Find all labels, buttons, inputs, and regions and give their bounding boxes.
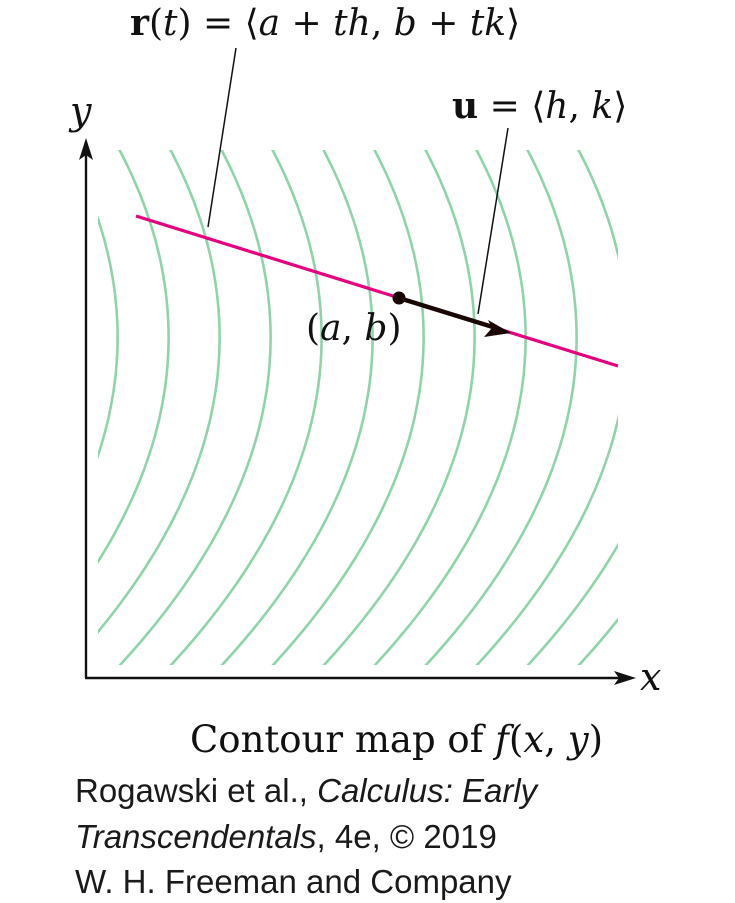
point-label: (a, b) xyxy=(306,308,402,349)
contour-line xyxy=(271,150,425,665)
contour-line xyxy=(475,150,618,665)
credit-authors: Rogawski et al., xyxy=(75,772,318,809)
figure-caption: Contour map of f(x, y) xyxy=(190,718,603,761)
contour-lines xyxy=(0,140,618,672)
point-ab xyxy=(392,291,406,305)
contour-line xyxy=(220,150,374,665)
contour-line xyxy=(169,150,323,665)
credit-line-3: W. H. Freeman and Company xyxy=(75,865,512,898)
contour-line xyxy=(98,214,119,460)
contour-line xyxy=(98,150,170,565)
credit-title-part2: Transcendentals xyxy=(75,818,317,855)
y-axis-label: y xyxy=(68,89,92,133)
vector-shaft xyxy=(398,295,497,331)
y-axis-arrowhead xyxy=(79,138,93,160)
vector-arrowhead xyxy=(484,320,511,337)
vector-equation-label: u = ⟨h, k⟩ xyxy=(452,85,627,127)
contour-line xyxy=(0,140,67,672)
vector-eq-leader xyxy=(477,127,509,315)
contour-line xyxy=(373,150,527,665)
contour-line xyxy=(424,150,578,665)
contour-line xyxy=(322,150,476,665)
x-axis-label: x xyxy=(640,655,661,699)
line-eq-leader xyxy=(207,47,237,228)
contour-line xyxy=(118,150,272,665)
credit-line-2: Transcendentals, 4e, © 2019 xyxy=(75,820,497,853)
contour-line xyxy=(526,542,618,665)
credit-line-1: Rogawski et al., Calculus: Early xyxy=(75,774,537,807)
contour-line xyxy=(0,140,16,672)
axes xyxy=(79,138,636,685)
x-axis-arrowhead xyxy=(614,671,636,685)
credit-title-part1: Calculus: Early xyxy=(317,772,538,809)
line-equation-label: r(t) = ⟨a + th, b + tk⟩ xyxy=(130,2,520,44)
credit-edition: , 4e, © 2019 xyxy=(316,818,497,855)
direction-vector xyxy=(398,295,511,337)
contour-line xyxy=(577,617,618,665)
credit-publisher: W. H. Freeman and Company xyxy=(75,863,512,900)
contour-line xyxy=(98,150,221,634)
parametric-line xyxy=(135,214,619,368)
